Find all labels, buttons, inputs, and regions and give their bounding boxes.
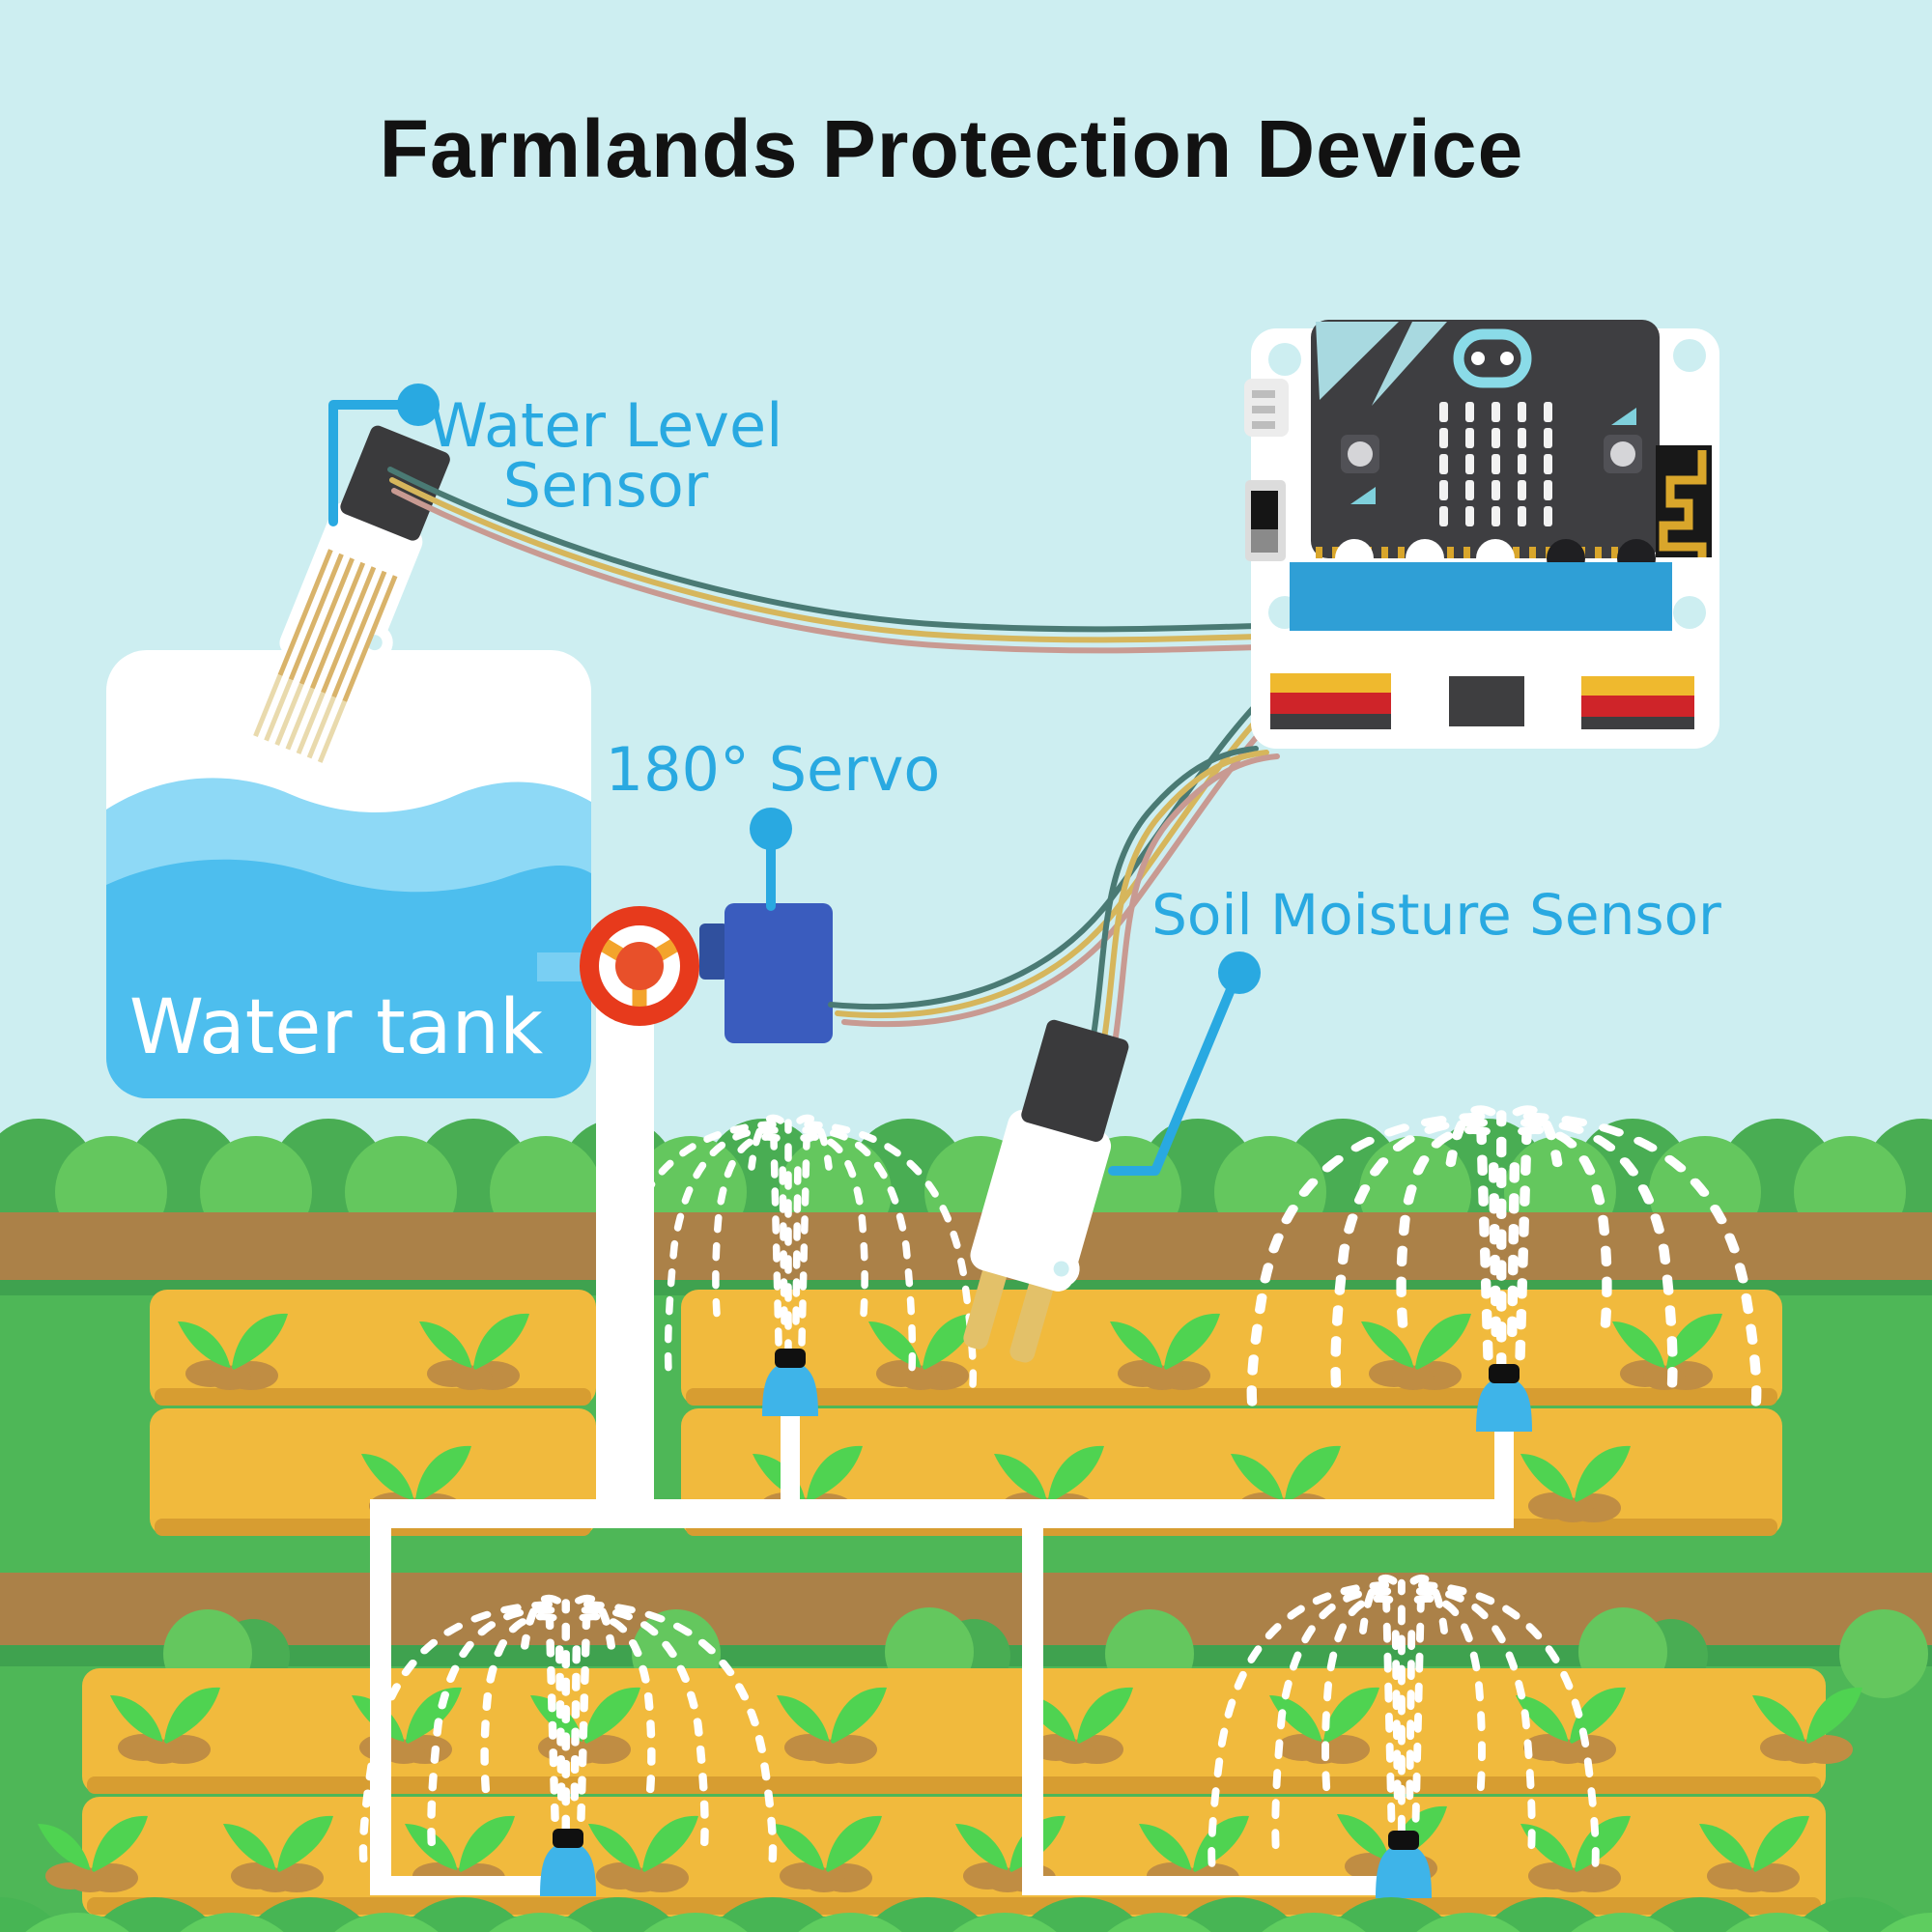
soil-moisture-sensor-icon (963, 1019, 1129, 1363)
left-bottom-pipe (370, 1876, 549, 1895)
servo-label: 180° Servo (606, 734, 941, 805)
sensor-chip (1021, 1019, 1129, 1142)
water-level-sensor-icon (253, 425, 450, 763)
pointer-triangle-icon (1350, 487, 1376, 504)
left-drop-pipe (370, 1499, 391, 1895)
board-terminal-blocks (1270, 673, 1694, 729)
callout-dot (1218, 952, 1261, 994)
main-supply-pipe (596, 974, 654, 1528)
sprinkler-stem-1 (781, 1401, 800, 1507)
valve-wheel-icon (580, 906, 699, 1026)
water-level-label-line1: Water Level (429, 390, 783, 461)
callout-dot (397, 384, 440, 426)
irrigation-pipes (370, 974, 1514, 1895)
page-title: Farmlands Protection Device (380, 103, 1524, 194)
microbit-expansion-board (1244, 320, 1719, 749)
sprinkler-stem-2 (1494, 1420, 1514, 1528)
bush-row-bottom (0, 1897, 1932, 1932)
callout-servo: 180° Servo (606, 734, 941, 911)
radio-antenna-icon (1656, 445, 1712, 557)
edge-connector-slot (1290, 562, 1672, 631)
soil-moisture-label: Soil Moisture Sensor (1151, 882, 1721, 948)
wire-bundle-water-level (387, 467, 1263, 654)
sensor-traces (253, 549, 398, 763)
microbit-icon (1311, 320, 1712, 578)
pointer-triangle-icon (1611, 408, 1636, 425)
water-wave-deep (106, 859, 591, 1098)
distribution-pipe (370, 1499, 1514, 1528)
right-bottom-pipe (1022, 1876, 1389, 1895)
microbit-face-icon (1453, 328, 1532, 388)
wire-bundle-soil-sensor (1091, 746, 1280, 1046)
led-matrix-icon (1439, 402, 1552, 526)
board-mount-holes (1268, 339, 1706, 629)
water-level-label-line2: Sensor (503, 450, 709, 521)
callout-soil-moisture-sensor: Soil Moisture Sensor (1108, 882, 1721, 1176)
servo-180-icon (699, 903, 833, 1043)
callout-water-level-sensor: Water Level Sensor (328, 384, 783, 526)
right-drop-pipe (1022, 1499, 1043, 1895)
water-tank: Water tank (106, 650, 591, 1098)
callout-dot (750, 808, 792, 850)
water-tank-label: Water tank (129, 984, 543, 1071)
